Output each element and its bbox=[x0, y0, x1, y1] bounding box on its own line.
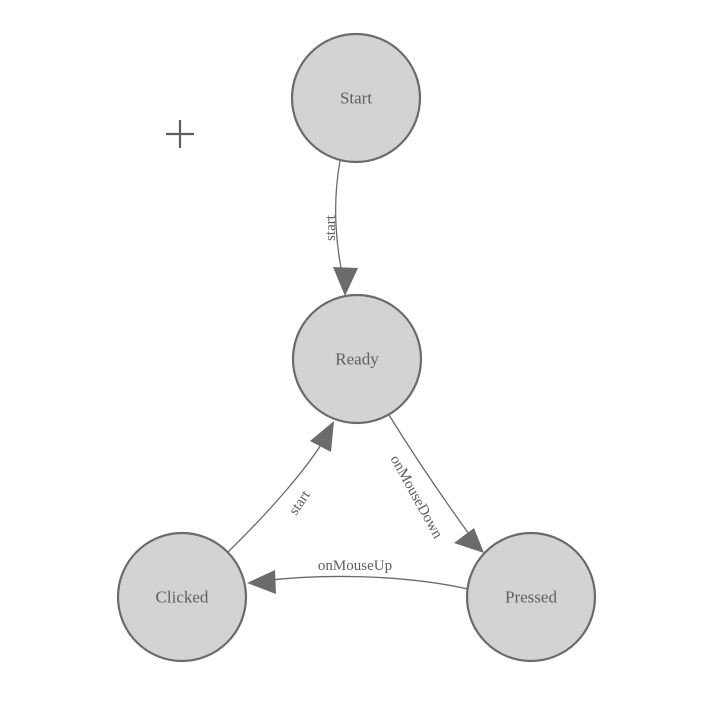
edge-ready-to-pressed-arrowhead bbox=[454, 528, 484, 553]
node-start[interactable]: Start bbox=[290, 32, 422, 164]
edge-ready-to-pressed[interactable]: onMouseDown bbox=[387, 414, 484, 553]
edge-ready-to-pressed-label: onMouseDown bbox=[387, 453, 446, 542]
node-ready-circle bbox=[291, 293, 423, 425]
node-start-circle bbox=[290, 32, 422, 164]
node-pressed-circle bbox=[465, 531, 597, 663]
edge-clicked-to-ready-label: start bbox=[286, 487, 314, 518]
edge-ready-to-pressed-path bbox=[388, 414, 475, 542]
edge-pressed-to-clicked[interactable]: onMouseUp bbox=[247, 558, 469, 594]
node-ready[interactable]: Ready bbox=[291, 293, 423, 425]
edge-pressed-to-clicked-path bbox=[261, 575, 469, 590]
node-clicked-circle bbox=[116, 531, 248, 663]
node-pressed-label: Pressed bbox=[505, 588, 557, 607]
edge-start-to-ready[interactable]: start bbox=[323, 160, 358, 296]
node-start-label: Start bbox=[340, 89, 372, 108]
node-clicked[interactable]: Clicked bbox=[116, 531, 248, 663]
edge-clicked-to-ready-path bbox=[227, 436, 327, 553]
crosshair-icon[interactable] bbox=[166, 120, 194, 148]
edge-pressed-to-clicked-arrowhead bbox=[247, 570, 276, 594]
edge-clicked-to-ready-arrowhead bbox=[310, 421, 334, 452]
edge-clicked-to-ready[interactable]: start bbox=[227, 421, 334, 553]
node-pressed[interactable]: Pressed bbox=[465, 531, 597, 663]
node-ready-label: Ready bbox=[335, 350, 379, 369]
edge-start-to-ready-label: start bbox=[323, 214, 339, 241]
edge-pressed-to-clicked-label: onMouseUp bbox=[318, 558, 392, 574]
edge-start-to-ready-arrowhead bbox=[333, 267, 358, 296]
node-clicked-label: Clicked bbox=[156, 588, 209, 607]
